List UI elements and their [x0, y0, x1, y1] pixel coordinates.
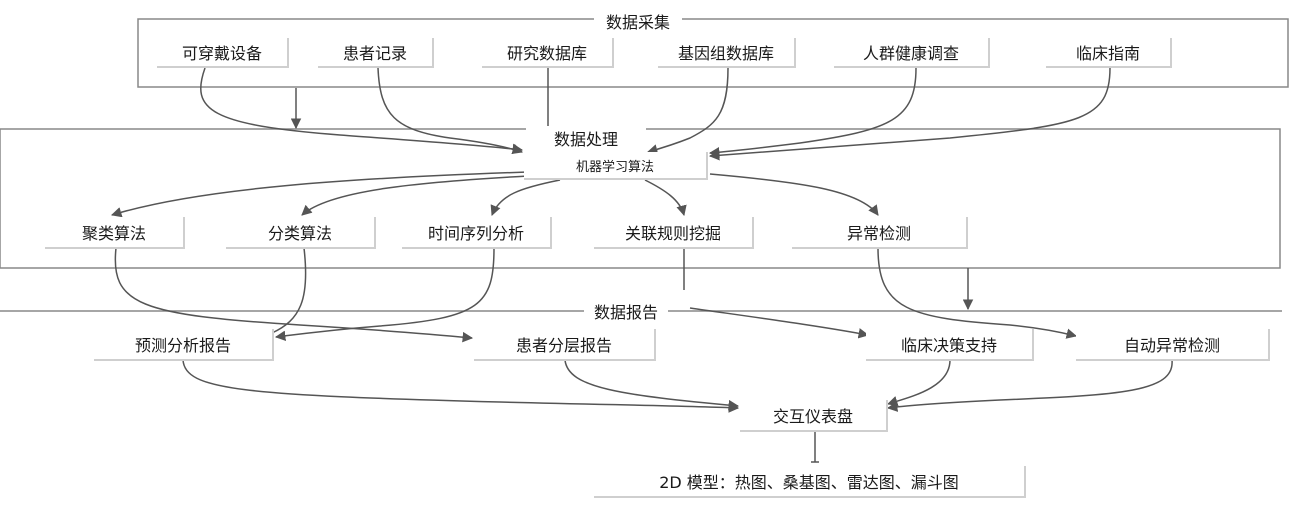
ml-algorithm-node: 机器学习算法 — [524, 152, 708, 180]
collection-frame — [137, 18, 1289, 88]
method-clustering: 聚类算法 — [45, 217, 185, 249]
edge-ml-timeseries — [490, 179, 561, 216]
source-patient-records: 患者记录 — [318, 38, 434, 68]
edge-genome-ml — [646, 67, 729, 155]
collection-title: 数据采集 — [594, 9, 683, 33]
models-node: 2D 模型：热图、桑基图、雷达图、漏斗图 — [594, 466, 1026, 498]
dashboard-node: 交互仪表盘 — [740, 400, 888, 432]
source-genome-db: 基因组数据库 — [658, 38, 796, 68]
edge-wearables-ml — [200, 67, 524, 155]
method-classification: 分类算法 — [226, 217, 376, 249]
method-anomaly-detection: 异常检测 — [792, 217, 968, 249]
edge-stratification-dashboard — [564, 359, 740, 411]
edge-ml-association — [644, 179, 687, 217]
edge-guidelines-ml — [708, 67, 1111, 161]
edge-ml-classification — [301, 175, 529, 216]
report-clinical-decision: 临床决策支持 — [866, 329, 1034, 361]
method-time-series: 时间序列分析 — [402, 217, 552, 249]
edge-records-ml — [377, 67, 523, 154]
edge-classification-prediction — [271, 247, 307, 334]
edge-anomaly-auto — [877, 247, 1078, 339]
edge-association-cds — [689, 307, 870, 339]
report-predictive: 预测分析报告 — [94, 329, 274, 361]
edge-prediction-dashboard — [182, 359, 740, 413]
edge-timeseries-prediction — [274, 247, 495, 342]
edge-cds-dashboard — [886, 359, 951, 407]
edge-ml-anomaly — [709, 173, 879, 216]
source-wearables: 可穿戴设备 — [157, 38, 289, 68]
edge-ml-clustering — [110, 171, 529, 218]
report-auto-anomaly: 自动异常检测 — [1076, 329, 1270, 361]
edge-clustering-stratification — [114, 247, 474, 343]
source-research-db: 研究数据库 — [482, 38, 614, 68]
processing-title: 数据处理 — [526, 126, 646, 150]
source-population-survey: 人群健康调查 — [834, 38, 990, 68]
report-stratification: 患者分层报告 — [474, 329, 656, 361]
edge-auto-dashboard — [886, 359, 1173, 412]
method-association-rules: 关联规则挖掘 — [594, 217, 754, 249]
reporting-title: 数据报告 — [584, 299, 669, 323]
source-clinical-guidelines: 临床指南 — [1046, 38, 1172, 68]
edge-survey-ml — [708, 67, 917, 158]
